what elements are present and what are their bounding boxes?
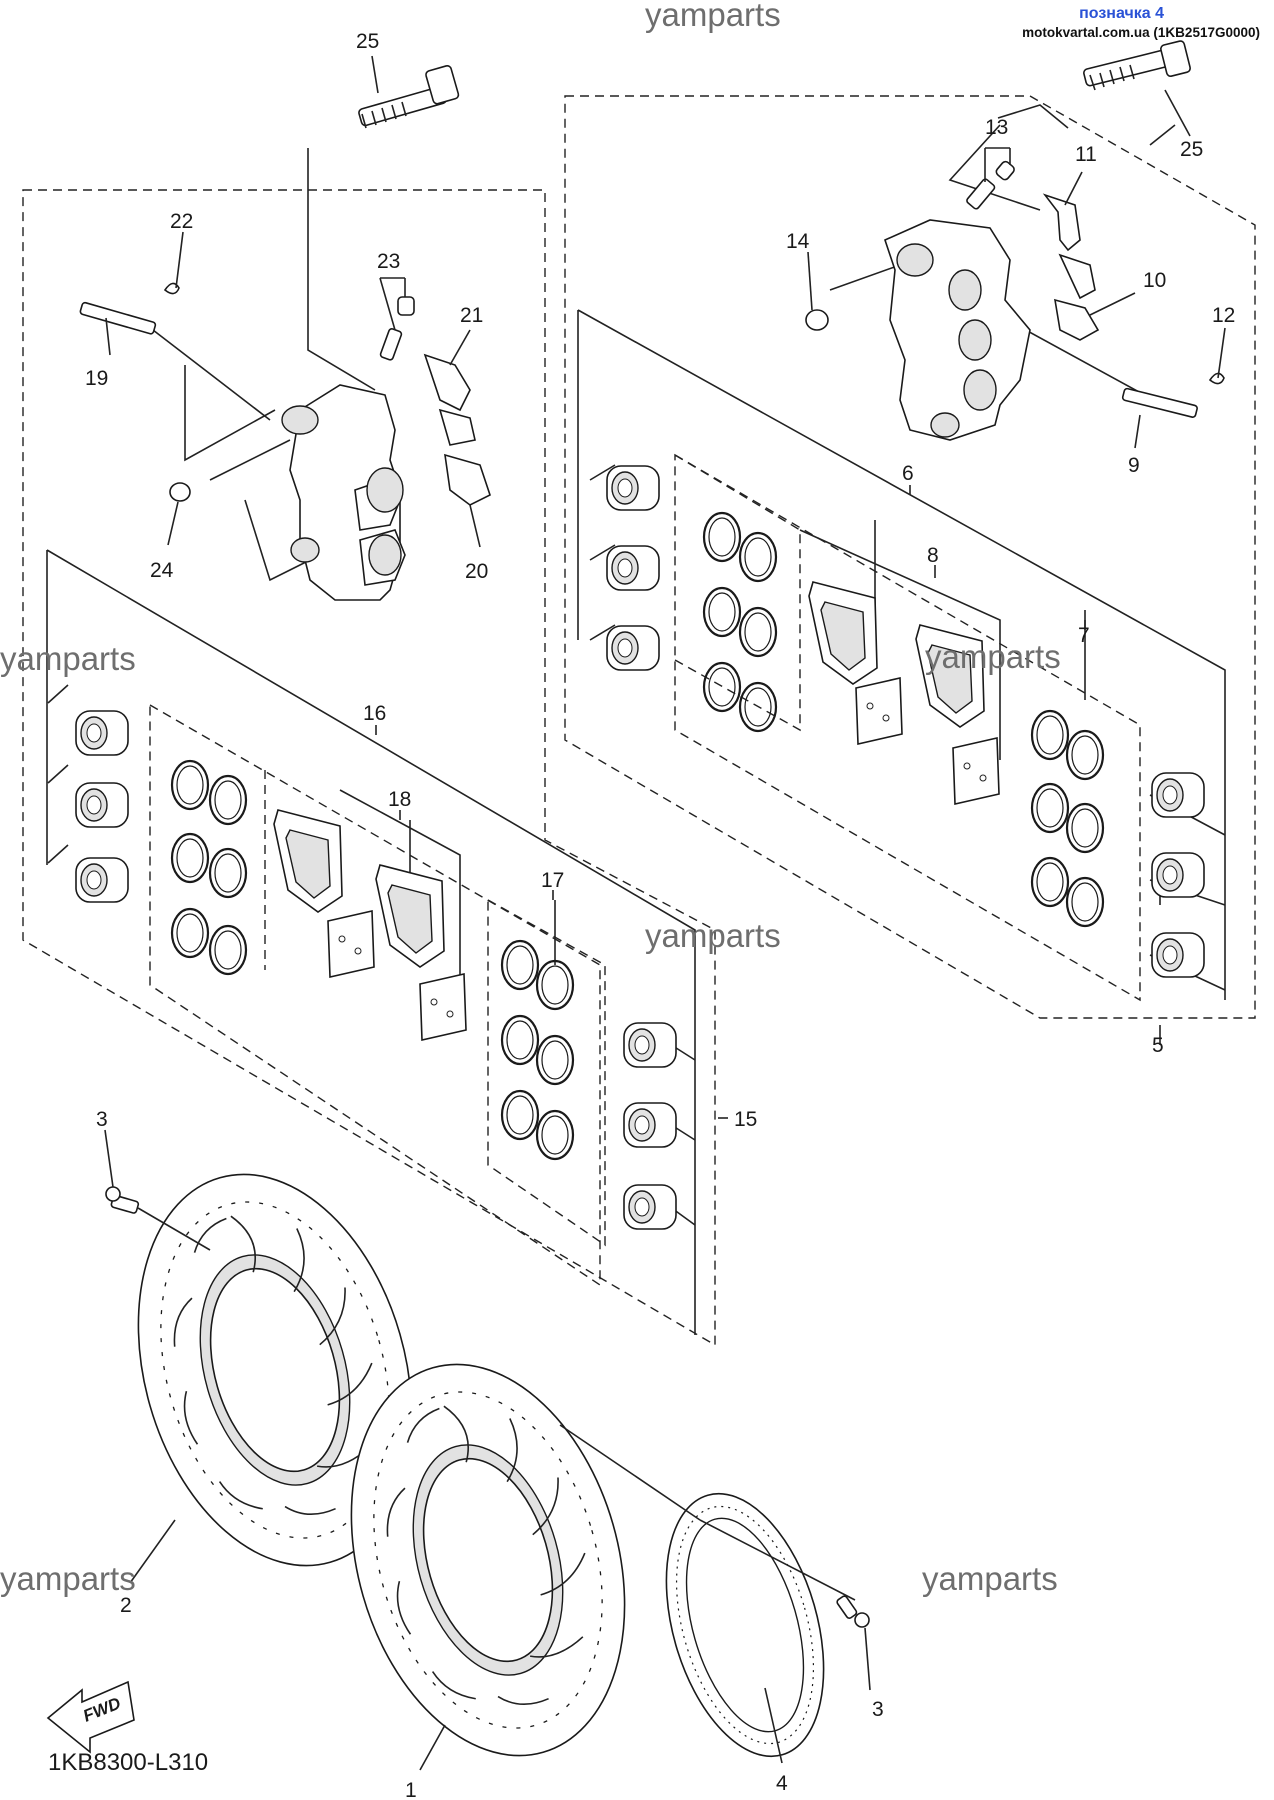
disc-bolt-right <box>559 1424 870 1628</box>
callout-23: 23 <box>377 250 400 273</box>
callout-21: 21 <box>460 304 483 327</box>
callout-11: 11 <box>1075 143 1097 166</box>
right-pin <box>1121 387 1198 418</box>
callout-leaders <box>104 55 1226 1771</box>
right-pad-spring <box>1042 193 1100 341</box>
callout-24: 24 <box>150 559 174 582</box>
callouts: 25 25 13 11 14 10 12 9 6 8 7 5 22 23 21 … <box>85 30 1235 1800</box>
source-label: motokvartal.com.ua (1KB2517G0000) <box>1022 25 1260 40</box>
watermarks: yamparts yamparts yamparts yamparts yamp… <box>0 0 1061 1597</box>
right-caliper-group <box>564 40 1256 1019</box>
sensor-rotor <box>665 1492 825 1758</box>
watermark: yamparts <box>922 1560 1058 1597</box>
left-assembly-boundary <box>22 189 716 1347</box>
left-brake-pads <box>273 809 467 1041</box>
marker-label: позначка 4 <box>1079 5 1164 22</box>
callout-3-left: 3 <box>96 1108 108 1131</box>
left-caliper-body <box>281 384 406 601</box>
right-caliper-body <box>884 219 1031 441</box>
right-bolt <box>1083 40 1191 91</box>
callout-20: 20 <box>465 560 488 583</box>
left-dust-cap <box>169 482 191 502</box>
callout-19: 19 <box>85 367 108 390</box>
fwd-arrow-icon: FWD <box>46 1680 135 1754</box>
right-clip <box>1208 372 1225 385</box>
callout-2: 2 <box>120 1594 132 1617</box>
callout-9: 9 <box>1128 454 1140 477</box>
right-pistons <box>606 465 1205 978</box>
callout-15: 15 <box>734 1108 757 1131</box>
left-pad-spring <box>423 353 491 506</box>
right-brake-disc <box>350 1363 626 1757</box>
callout-14: 14 <box>786 230 810 253</box>
callout-18: 18 <box>388 788 411 811</box>
callout-22: 22 <box>170 210 193 233</box>
watermark: yamparts <box>645 917 781 954</box>
left-pistons <box>75 710 677 1230</box>
right-seals <box>702 511 1105 928</box>
left-brake-disc <box>137 1173 413 1567</box>
left-caliper-group <box>22 64 716 1347</box>
callout-10: 10 <box>1143 269 1166 292</box>
watermark: yamparts <box>925 638 1061 675</box>
right-dust-cap <box>805 309 829 331</box>
disc-bolt-left <box>105 1186 211 1251</box>
callout-12: 12 <box>1212 304 1235 327</box>
callout-17: 17 <box>541 869 564 892</box>
header-label: позначка 4 motokvartal.com.ua (1KB2517G0… <box>1022 4 1260 42</box>
watermark: yamparts <box>0 640 136 677</box>
callout-6: 6 <box>902 462 914 485</box>
right-bleeder-valve <box>966 160 1015 210</box>
callout-13: 13 <box>985 116 1008 139</box>
callout-16: 16 <box>363 702 386 725</box>
callout-25-left: 25 <box>356 30 379 53</box>
diagram-code: 1KB8300-L310 <box>48 1749 208 1776</box>
right-brake-pads <box>808 581 1000 805</box>
watermark: yamparts <box>645 0 781 33</box>
callout-1: 1 <box>405 1779 417 1800</box>
callout-4: 4 <box>776 1772 788 1795</box>
watermark: yamparts <box>0 1560 136 1597</box>
callout-3-right: 3 <box>872 1698 884 1721</box>
callout-7: 7 <box>1078 624 1090 647</box>
left-bleeder-valve <box>379 296 415 361</box>
left-bolt <box>358 64 460 129</box>
callout-8: 8 <box>927 544 939 567</box>
callout-25-right: 25 <box>1180 138 1203 161</box>
callout-5: 5 <box>1152 1034 1164 1057</box>
left-pin <box>79 301 157 335</box>
right-assembly-boundary <box>564 95 1256 1019</box>
